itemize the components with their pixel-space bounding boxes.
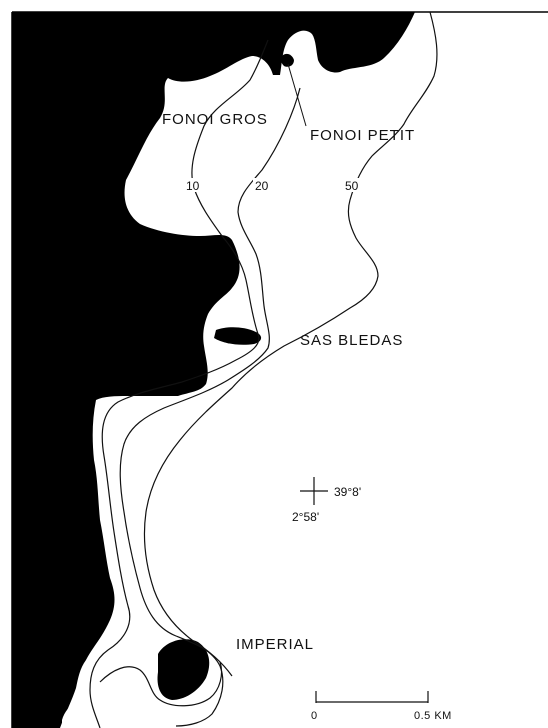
label-imperial: IMPERIAL	[236, 636, 314, 653]
depth-10-bg	[184, 178, 202, 192]
depth-label-50: 50	[345, 179, 359, 193]
depth-20-bg	[253, 178, 271, 192]
label-fonoi-gros: FONOI GROS	[162, 111, 268, 128]
depth-label-10: 10	[186, 179, 200, 193]
scale-bar	[315, 691, 429, 703]
contour-50m	[143, 11, 438, 677]
label-sas-bledas: SAS BLEDAS	[300, 332, 403, 349]
sas-bledas-island	[214, 327, 262, 345]
scale-label-start: 0	[311, 710, 318, 722]
lower-bay-1	[86, 639, 141, 671]
mainland-coast	[12, 12, 415, 728]
lower-bay-2	[62, 700, 79, 728]
fonoi-petit-island	[280, 53, 294, 67]
imperial-island	[157, 639, 210, 700]
label-fonoi-petit: FONOI PETIT	[310, 127, 415, 144]
contour-10m	[89, 39, 269, 728]
fonoi-petit-leader	[287, 63, 307, 127]
scale-label-end: 0.5 KM	[414, 710, 452, 722]
depth-50-bg	[343, 178, 361, 192]
coordinate-crosshair	[300, 477, 328, 505]
depth-label-20: 20	[255, 179, 269, 193]
latitude-label: 39°8'	[334, 485, 361, 499]
longitude-label: 2°58'	[292, 510, 319, 524]
rock-speck	[20, 58, 24, 62]
contour-10m-imperial	[99, 661, 223, 707]
